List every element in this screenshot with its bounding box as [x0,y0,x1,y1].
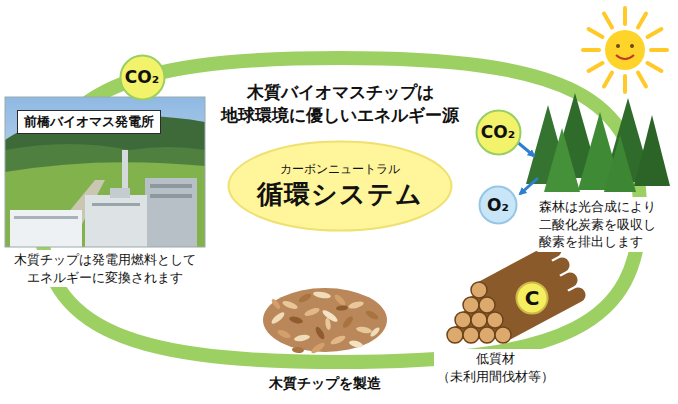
forest [526,93,670,192]
badge-text: O₂ [487,196,509,215]
plant-name: 前橋バイオマス発電所 [17,110,161,134]
photo-caption: 木質チップは発電用燃料として エネルギーに変換されます [14,251,196,286]
badge-text: C [525,287,540,309]
absorb-arrow [516,141,534,156]
log-bundle [447,250,578,343]
co2-badge: CO₂ [475,109,522,156]
forest-note: 森林は光合成により 二酸化炭素を吸収し 酸素を排出します [539,198,656,251]
headline-box: 木質バイオマスチップは 地球環境に優しいエネルギー源 [218,80,462,128]
ellipse-subtitle: カーボンニュートラル [280,161,400,178]
headline: 木質バイオマスチップは 地球環境に優しいエネルギー源 [221,81,459,127]
log-note: 低質材 （未利用間伐材等） [437,350,554,385]
circle-outline-fill [517,283,548,314]
o2-badge: O₂ [478,185,518,225]
circle-outline-fill [120,55,164,99]
badge-text: CO₂ [125,68,159,87]
circle-outline-fill [480,187,517,224]
sun [583,8,667,92]
forest-note-box: 森林は光合成により 二酸化炭素を吸収し 酸素を排出します [536,197,659,252]
chip-note-box: 木質チップを製造 [266,373,384,394]
log-note-box: 低質材 （未利用間伐材等） [434,349,557,386]
ellipse-title: 循環システム [257,178,423,211]
circle-outline-fill [476,110,520,154]
co2-badge: CO₂ [119,54,166,101]
badge-text: CO₂ [481,123,515,142]
caption-box: 木質チップは発電用燃料として エネルギーに変換されます [12,250,198,287]
ellipse-outline-fill [229,142,452,231]
sun-disc [605,30,645,70]
emit-arrow [520,178,538,194]
chip-note: 木質チップを製造 [269,374,381,393]
center-ellipse: カーボンニュートラル循環システム [227,140,453,232]
wood-chips [263,288,387,355]
carbon-badge: C [515,281,549,315]
plant-photo [5,97,205,247]
power-plant-panel: 前橋バイオマス発電所木質チップは発電用燃料として エネルギーに変換されます [5,97,205,247]
